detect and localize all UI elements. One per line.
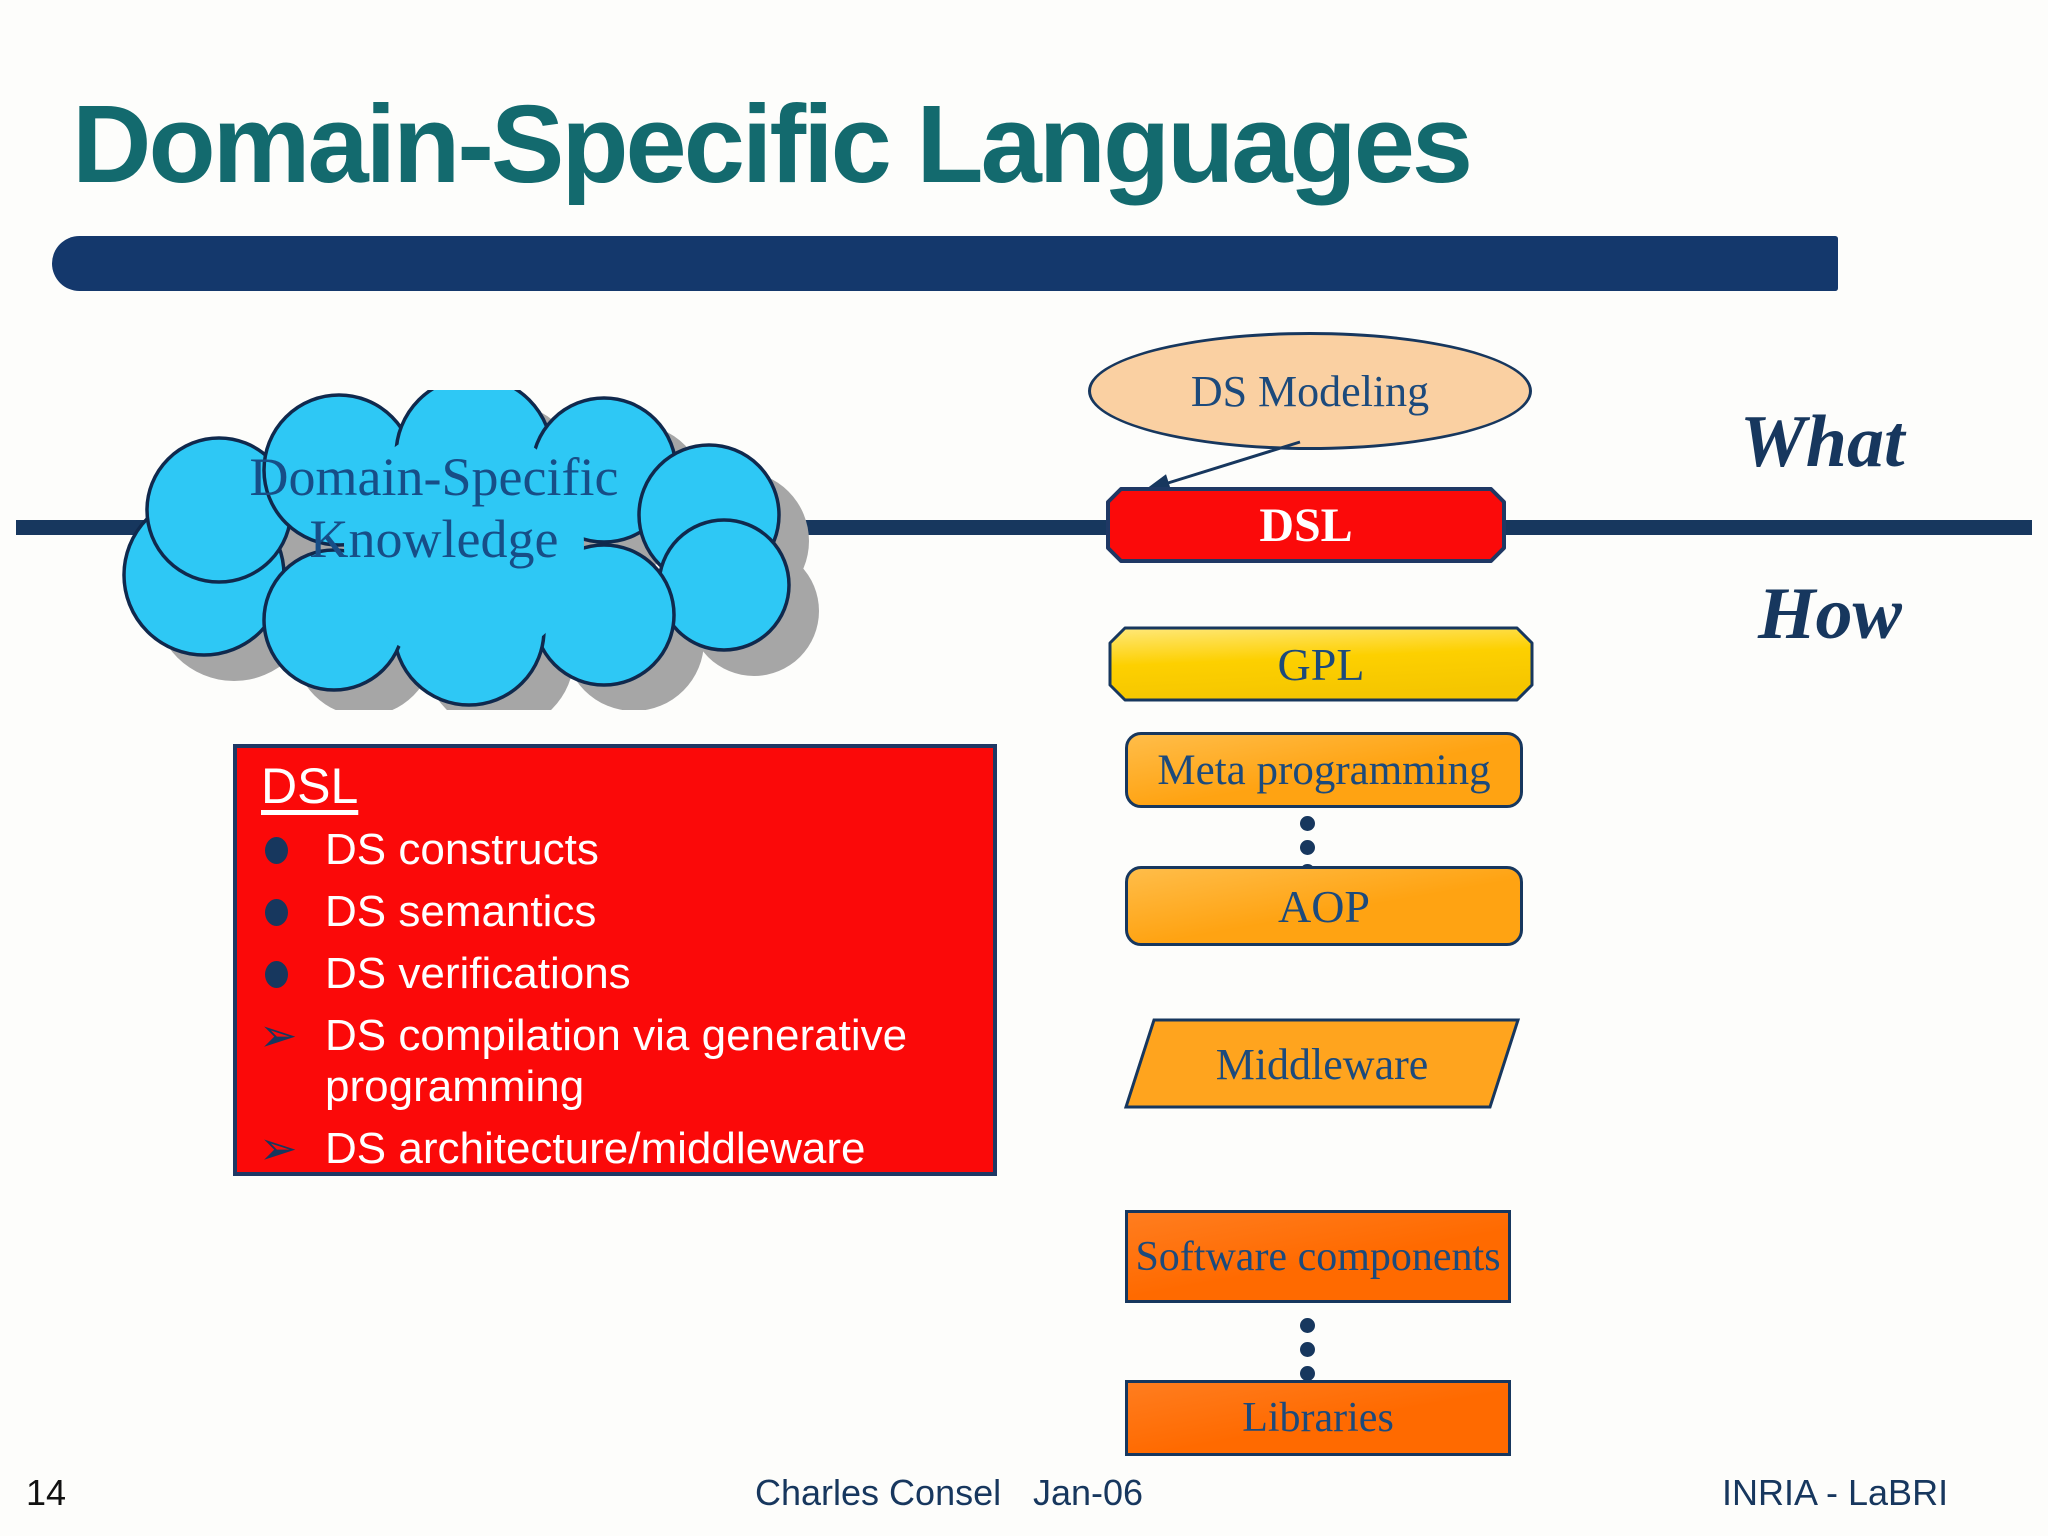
what-label: What	[1740, 401, 1905, 483]
meta-programming-label: Meta programming	[1157, 746, 1491, 794]
libraries-label: Libraries	[1242, 1395, 1394, 1441]
aop-label: AOP	[1277, 880, 1371, 932]
libraries-node: Libraries	[1125, 1380, 1511, 1456]
middleware-label: Middleware	[1215, 1039, 1429, 1089]
dsl-node-label: DSL	[1259, 498, 1353, 552]
bullet-arrow-icon	[259, 1010, 325, 1060]
gpl-node-shape	[1108, 626, 1534, 702]
dot-icon	[1300, 1318, 1315, 1333]
list-item: DS semantics	[261, 886, 973, 937]
list-item-text: DS architecture/middleware	[325, 1124, 866, 1173]
ds-modeling-label: DS Modeling	[1190, 366, 1430, 416]
list-item: DS constructs	[261, 824, 973, 875]
software-components-label: Software components	[1135, 1233, 1501, 1280]
ellipsis-dots-lower	[1300, 1318, 1315, 1381]
middleware-node-shape	[1123, 1018, 1521, 1109]
bullet-disc-icon	[265, 899, 288, 926]
bullet-disc-icon	[265, 961, 288, 988]
cloud-label-line2: Knowledge	[309, 509, 559, 569]
dot-icon	[1300, 840, 1315, 855]
footer-date: Jan-06	[1033, 1472, 1144, 1513]
list-item-text: DS compilation via generative programmin…	[325, 1011, 908, 1111]
gpl-node: GPL	[1108, 626, 1534, 702]
dsl-node-shape	[1106, 487, 1506, 563]
page-number: 14	[26, 1472, 67, 1513]
list-item: DS verifications	[261, 948, 973, 999]
footer-author: Charles Consel	[755, 1472, 1002, 1513]
list-item-text: DS verifications	[325, 949, 631, 998]
bullet-arrow-icon	[259, 1123, 325, 1173]
list-item-text: DS semantics	[325, 887, 597, 936]
dot-icon	[1300, 816, 1315, 831]
list-item: DS architecture/middleware	[261, 1123, 973, 1174]
bullet-disc-icon	[265, 837, 288, 864]
gpl-node-label: GPL	[1277, 638, 1365, 690]
list-item-text: DS constructs	[325, 825, 599, 874]
ds-modeling-ellipse: DS Modeling	[1088, 332, 1532, 450]
dsl-box-heading: DSL	[261, 758, 359, 814]
dsl-node: DSL	[1105, 486, 1507, 564]
meta-programming-node: Meta programming	[1125, 732, 1523, 808]
dot-icon	[1300, 1342, 1315, 1357]
dsl-feature-list: DS constructs DS semantics DS verificati…	[261, 824, 973, 1174]
domain-knowledge-cloud	[84, 375, 844, 731]
page-title: Domain-Specific Languages	[72, 83, 1473, 206]
middleware-node: Middleware	[1123, 1018, 1521, 1110]
footer-affiliation: INRIA - LaBRI	[1722, 1472, 1949, 1513]
software-components-node: Software components	[1125, 1210, 1511, 1303]
cloud-icon	[122, 375, 819, 731]
list-item: DS compilation via generative programmin…	[261, 1010, 973, 1112]
cloud-label: Domain-Specific Knowledge	[84, 446, 784, 570]
title-underline-bar	[52, 236, 1838, 291]
how-label: How	[1758, 573, 1902, 655]
aop-node: AOP	[1125, 866, 1523, 946]
cloud-label-line1: Domain-Specific	[249, 447, 619, 507]
dsl-description-box: DSL DS constructs DS semantics DS verifi…	[233, 744, 997, 1176]
dot-icon	[1300, 1366, 1315, 1381]
